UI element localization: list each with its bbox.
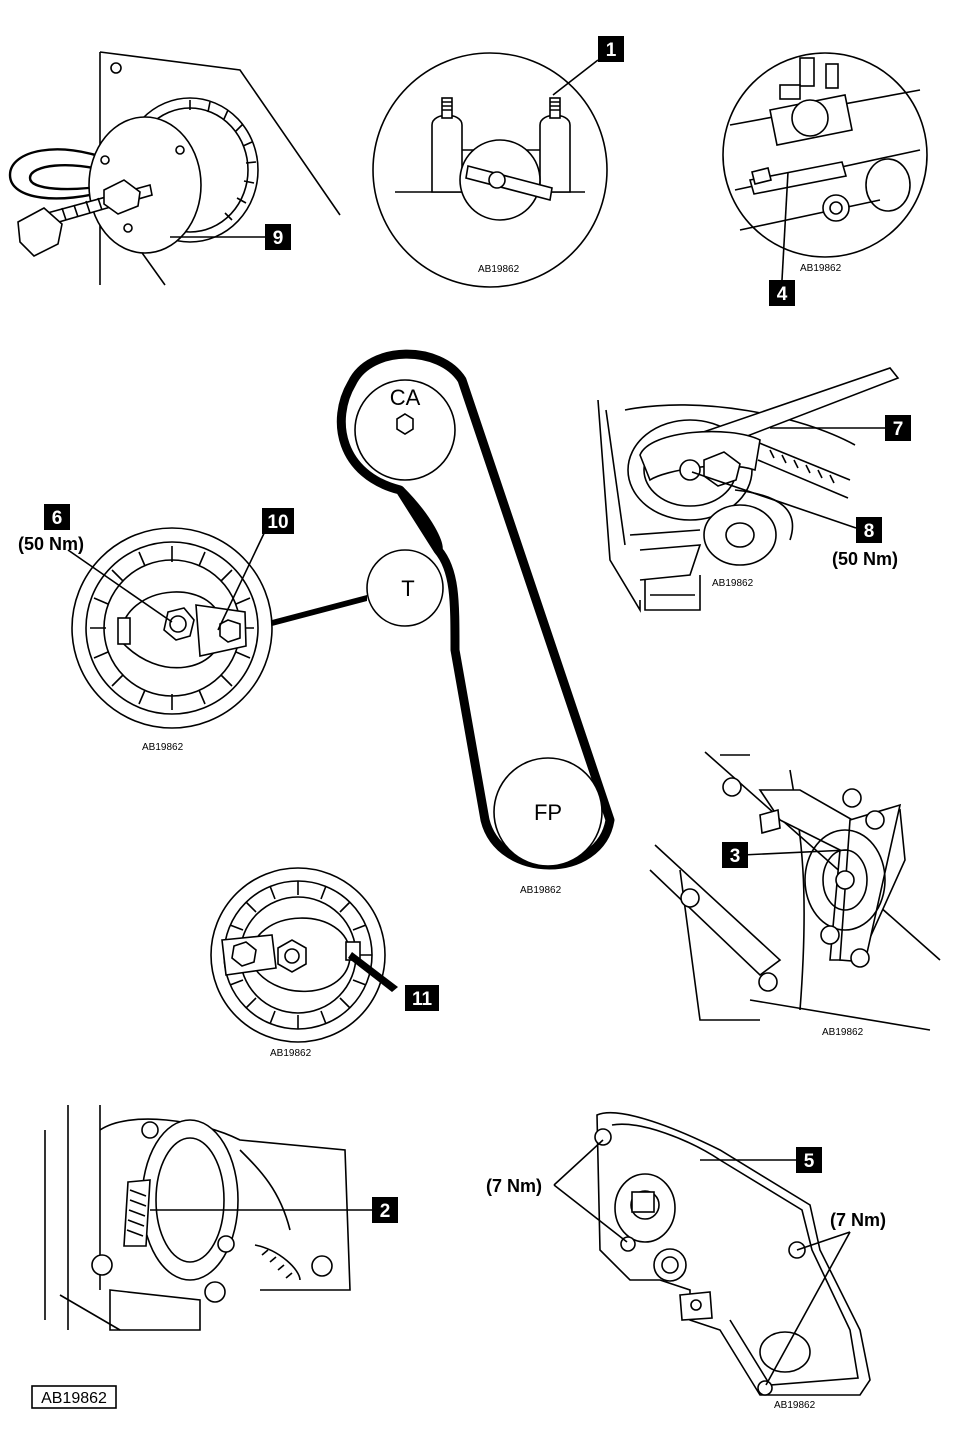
callout-1: 1 [606,40,617,61]
ref-panel10: AB19862 [142,742,184,753]
ref-belt: AB19862 [520,885,562,896]
callout-4: 4 [777,284,788,305]
ref-panel8: AB19862 [712,578,754,589]
panel-crank-pin: 2 [44,1105,398,1331]
torque-cover-right: (7 Nm) [830,1210,886,1230]
ref-panel1: AB19862 [478,264,520,275]
panel-camshaft-lock: 1 AB19862 [372,36,624,288]
tensioner-pulley [366,549,444,627]
panel-crank-lock: 4 AB19862 [722,52,928,306]
camshaft-pulley-label: CA [390,385,421,410]
callout-10: 10 [267,512,288,533]
tensioner-pulley-label: T [401,576,414,601]
panel-tensioner-setting: 11 AB19862 [210,867,439,1059]
callout-8: 8 [864,521,875,542]
tensioner-bearing-rollers [90,546,254,710]
callout-6: 6 [52,508,63,529]
figure-code: AB19862 [41,1390,107,1407]
figure-code-label: AB19862 [31,1385,117,1409]
panel-holding-tool: 7 8 (50 Nm) AB19862 [597,367,911,613]
panel-tensioner-detail: 6 (50 Nm) 10 AB19862 [18,504,294,753]
panel-bracket: 3 AB19862 [649,751,941,1038]
timing-belt-layout: CA T FP AB19862 [272,349,615,896]
ref-panel4: AB19862 [800,263,842,274]
torque-tensioner-nut: (50 Nm) [18,534,84,554]
fuel-pump-pulley [493,757,603,867]
fuel-pump-pulley-label: FP [534,800,562,825]
callout-9: 9 [273,228,284,249]
flywheel-teeth [261,1249,293,1279]
panel-sprocket-puller: 9 [8,51,341,286]
callout-11: 11 [412,989,433,1010]
panel-belt-cover: 5 (7 Nm) (7 Nm) AB19862 [486,1111,886,1411]
ref-panel11: AB19862 [270,1048,312,1059]
ref-panel3: AB19862 [822,1027,864,1038]
callout-2: 2 [380,1201,391,1222]
sprocket-teeth [189,100,257,221]
callout-5: 5 [804,1151,815,1172]
callout-7: 7 [893,419,904,440]
torque-cover-left: (7 Nm) [486,1176,542,1196]
ref-panel5: AB19862 [774,1400,816,1411]
callout-3: 3 [730,846,741,867]
torque-pulley-bolt: (50 Nm) [832,549,898,569]
